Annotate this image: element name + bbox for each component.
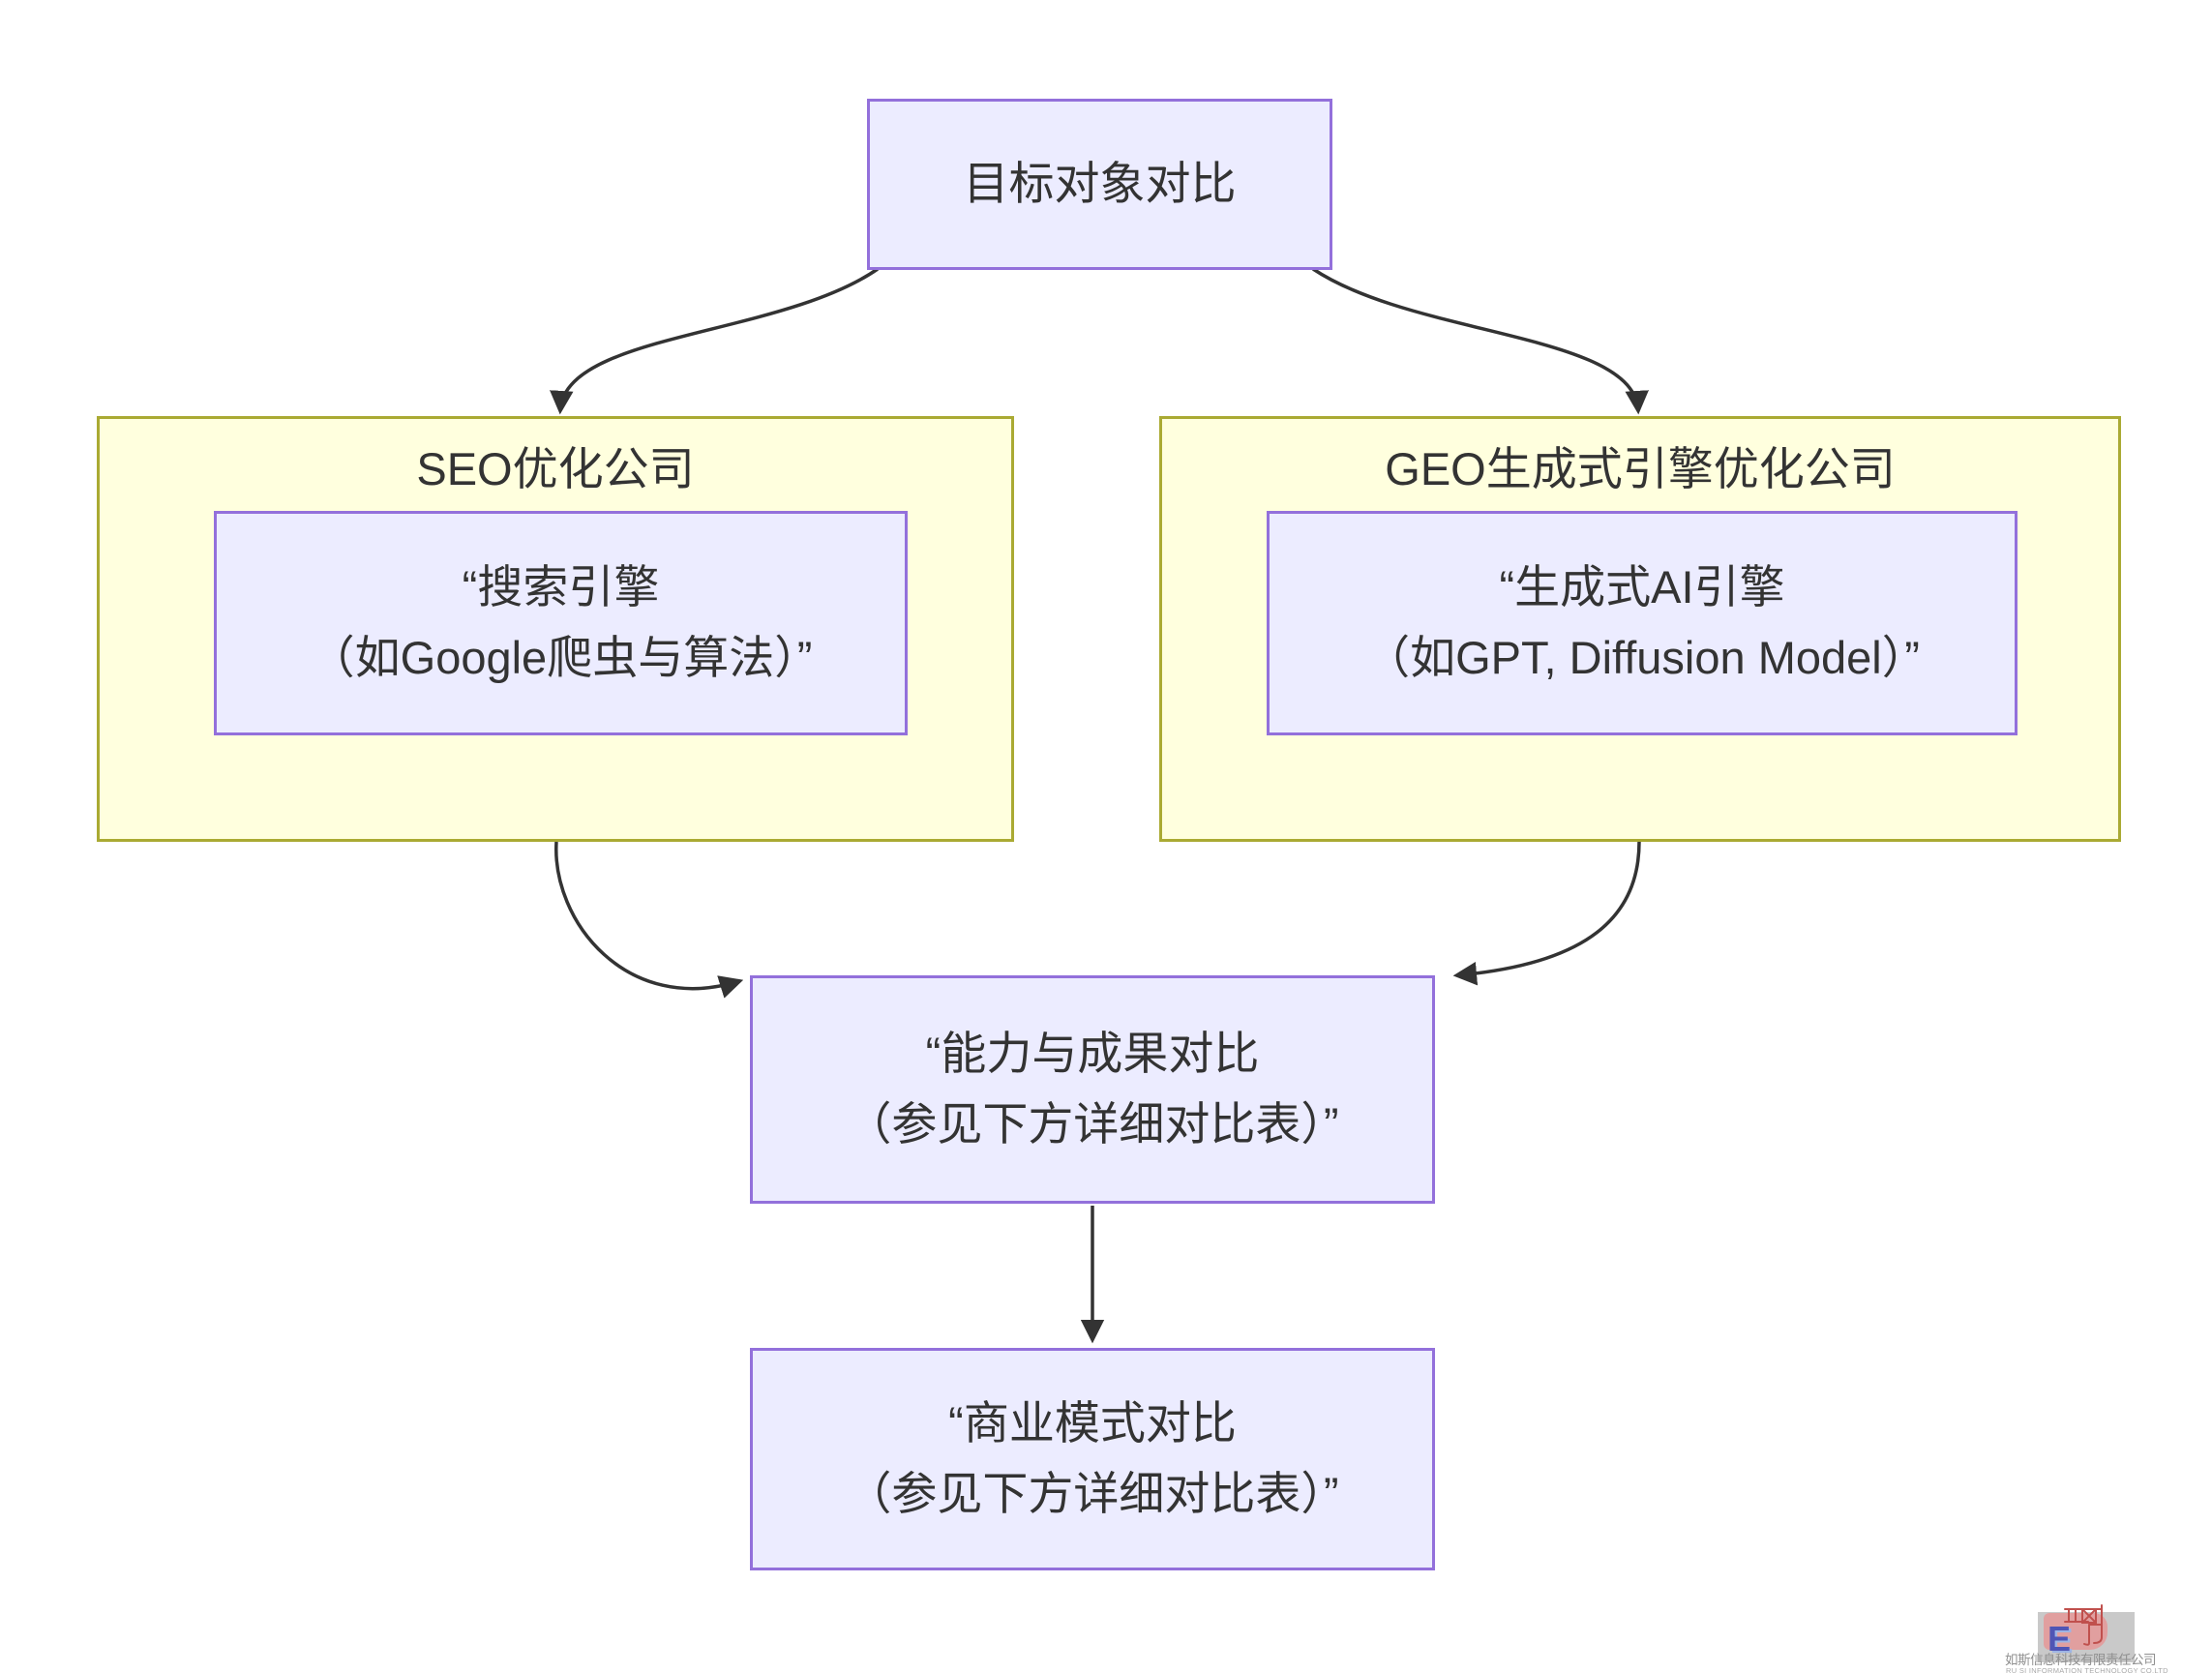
node-capability-comparison-line1: “能力与成果对比 xyxy=(925,1028,1260,1080)
node-search-engine: “搜索引擎 （如Google爬虫与算法）” xyxy=(214,511,908,735)
node-generative-ai-engine: “生成式AI引擎 （如GPT, Diffusion Model）” xyxy=(1267,511,2018,735)
cluster-seo-company: SEO优化公司 “搜索引擎 （如Google爬虫与算法）” xyxy=(97,416,1014,842)
edge-geo-to-capability xyxy=(1452,841,1641,986)
cluster-geo-title: GEO生成式引擎优化公司 xyxy=(1385,443,1896,494)
watermark-letter-e-logo: E xyxy=(2048,1619,2072,1658)
watermark-seal-glyph-icon xyxy=(2064,1604,2103,1646)
watermark: 如斯信息科技有限责任公司 RU SI INFORMATION TECHNOLOG… xyxy=(1999,1585,2212,1673)
node-capability-comparison-line2: （参见下方详细对比表）” xyxy=(846,1098,1339,1150)
node-capability-comparison: “能力与成果对比 （参见下方详细对比表）” xyxy=(750,975,1435,1204)
node-search-engine-line1: “搜索引擎 xyxy=(462,561,660,613)
edge-target-to-geo xyxy=(1312,267,1649,415)
edge-target-to-seo xyxy=(550,267,879,415)
node-target-comparison: 目标对象对比 xyxy=(867,99,1332,270)
node-business-model-comparison-line1: “商业模式对比 xyxy=(948,1397,1237,1449)
node-generative-ai-engine-line1: “生成式AI引擎 xyxy=(1499,561,1785,613)
watermark-company-name-en: RU SI INFORMATION TECHNOLOGY CO.LTD xyxy=(2006,1666,2168,1673)
watermark-company-name-zh: 如斯信息科技有限责任公司 xyxy=(2005,1653,2157,1667)
node-business-model-comparison-line2: （参见下方详细对比表）” xyxy=(846,1468,1339,1519)
node-target-comparison-label: 目标对象对比 xyxy=(963,158,1237,210)
cluster-seo-title: SEO优化公司 xyxy=(416,443,695,494)
edge-seo-to-capability xyxy=(554,841,744,999)
node-business-model-comparison: “商业模式对比 （参见下方详细对比表）” xyxy=(750,1348,1435,1570)
cluster-geo-company: GEO生成式引擎优化公司 “生成式AI引擎 （如GPT, Diffusion M… xyxy=(1159,416,2121,842)
node-search-engine-line2: （如Google爬虫与算法）” xyxy=(309,632,813,683)
node-generative-ai-engine-line2: （如GPT, Diffusion Model）” xyxy=(1364,632,1920,683)
